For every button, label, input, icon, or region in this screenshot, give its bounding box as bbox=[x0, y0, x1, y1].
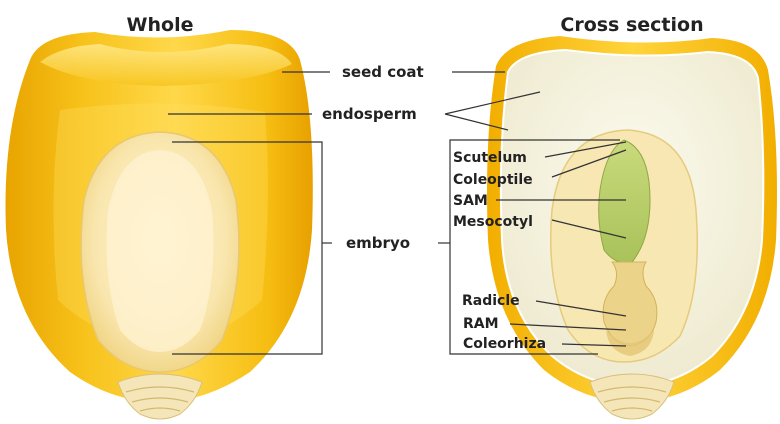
whole-kernel bbox=[6, 30, 313, 419]
title-whole: Whole bbox=[127, 14, 194, 36]
label-ram: RAM bbox=[463, 316, 499, 332]
label-sam: SAM bbox=[453, 193, 488, 209]
label-coleorhiza: Coleorhiza bbox=[463, 336, 546, 352]
whole-tip-cap bbox=[118, 374, 202, 419]
label-radicle: Radicle bbox=[462, 293, 520, 309]
label-embryo: embryo bbox=[346, 234, 410, 252]
label-seed-coat: seed coat bbox=[342, 63, 424, 81]
whole-embryo-inner bbox=[107, 150, 214, 352]
title-cross-section: Cross section bbox=[560, 14, 703, 36]
label-mesocotyl: Mesocotyl bbox=[453, 214, 533, 230]
label-coleoptile: Coleoptile bbox=[453, 172, 533, 188]
label-scutelum: Scutelum bbox=[453, 150, 527, 166]
cross-tip-cap bbox=[590, 374, 674, 419]
label-endosperm: endosperm bbox=[322, 105, 417, 123]
